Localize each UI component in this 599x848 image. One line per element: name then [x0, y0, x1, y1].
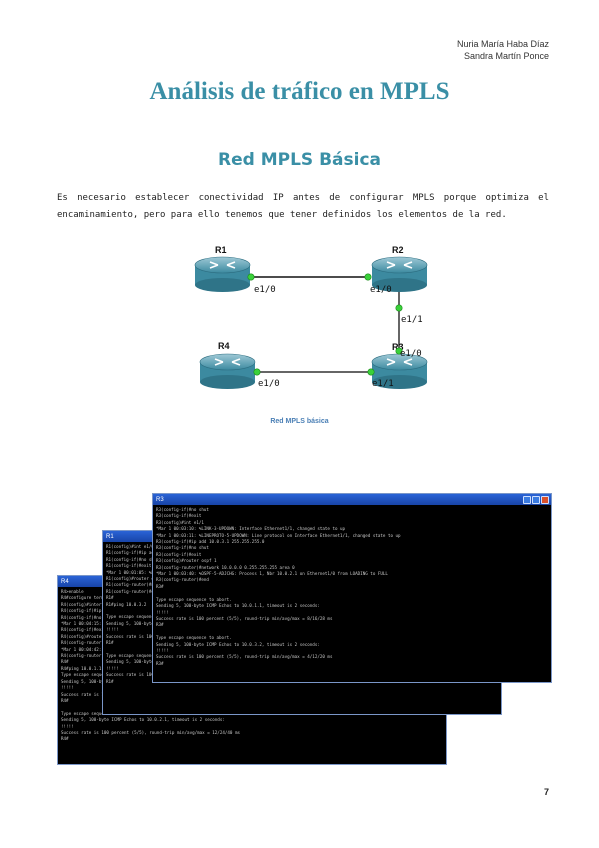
iface-label-r3-e10: e1/0 — [400, 349, 422, 359]
terminal-line: !!!!! — [61, 685, 74, 691]
terminal-line: Type escape sequence to abort. — [156, 596, 232, 602]
author-2: Sandra Martín Ponce — [463, 51, 549, 61]
terminal-line: R4# — [61, 659, 69, 665]
terminal-line: R3# — [156, 660, 164, 666]
terminal-line: Sending 5, 100-byte ICMP Echos to 10.0.1… — [156, 603, 320, 609]
terminal-line: R3(config)#router ospf 1 — [156, 558, 217, 564]
terminal-line: *Mar 1 00:03:11: %LINEPROTO-5-UPDOWN: Li… — [156, 532, 401, 538]
terminal-line: R3(config)#int e1/1 — [156, 519, 204, 525]
network-topology-diagram: R1 R2 R3 R4 — [180, 238, 440, 408]
terminal-line: R1# — [106, 678, 114, 684]
terminal-line: !!!!! — [156, 609, 169, 615]
terminal-line: R3(config-if)#no shut — [156, 545, 209, 551]
r2-port-dot-e10 — [364, 273, 372, 281]
router-r4-label: R4 — [218, 341, 230, 351]
router-r4[interactable]: R4 — [199, 341, 256, 389]
iface-label-r4-e10: e1/0 — [258, 379, 280, 389]
terminal-line: Type escape sequence to abort. — [156, 635, 232, 641]
terminal-line: Success rate is 100 percent (5/5), round… — [61, 729, 240, 735]
figure-caption: Red MPLS básica — [270, 418, 329, 425]
terminal-line: !!!!! — [156, 647, 169, 653]
router-r2-label: R2 — [392, 245, 404, 255]
terminal-line: R4#ping 10.0.1.1 — [61, 665, 102, 671]
intro-paragraph: Es necesario establecer conectividad IP … — [57, 193, 549, 220]
terminal-line: *Mar 1 00:03:10: %LINK-3-UPDOWN: Interfa… — [156, 526, 346, 532]
terminal-line: R3(config-if)#no shut — [156, 507, 209, 512]
terminal-line: R1(config)#int e1/0 — [106, 544, 154, 549]
terminal-line: *Mar 1 00:03:40: %OSPF-5-ADJCHG: Process… — [156, 571, 388, 577]
router-r3[interactable]: R3 — [371, 342, 428, 389]
terminal-line: Sending 5, 100-byte ICMP Echos to 10.0.2… — [61, 717, 225, 723]
r3-port-dot-e11 — [367, 368, 375, 376]
terminal-line: R4(config-if)#exit — [61, 627, 107, 633]
terminal-line: R4(config-router)#end — [61, 653, 114, 659]
terminal-line: R1#ping 10.0.3.2 — [106, 601, 147, 607]
terminal-line: R4# — [61, 697, 69, 703]
close-icon[interactable] — [541, 495, 549, 504]
iface-label-r3-e11: e1/1 — [372, 379, 394, 389]
terminal-line: !!!!! — [106, 665, 119, 671]
terminal-title: R4 — [61, 578, 69, 585]
terminal-titlebar[interactable]: R3 — [153, 494, 551, 505]
terminal-line: !!!!! — [61, 723, 74, 729]
terminal-line: R3# — [156, 583, 164, 589]
page-number: 7 — [543, 787, 549, 797]
terminal-line: R3(config-if)#exit — [156, 551, 202, 557]
router-r2[interactable]: R2 — [371, 245, 428, 292]
terminal-line: Success rate is 100 percent (5/5), round… — [156, 654, 333, 660]
terminal-line: R1(config-if)#exit — [106, 563, 152, 569]
terminal-line: R1# — [106, 640, 114, 646]
terminal-line: R3# — [156, 622, 164, 628]
terminal-line: !!!!! — [106, 627, 119, 633]
terminal-line: Sending 5, 100-byte ICMP Echos to 10.0.3… — [156, 641, 320, 647]
terminal-line: R4>enable — [61, 589, 84, 594]
r1-port-dot — [247, 273, 255, 281]
router-r1-label: R1 — [215, 245, 227, 255]
r2-port-dot-e11 — [395, 304, 403, 312]
terminal-line: R4# — [61, 736, 69, 742]
router-r3-label: R3 — [392, 342, 404, 352]
terminal-line: Success rate is 100 percent (5/5), round… — [156, 615, 333, 621]
terminal-line: R1# — [106, 595, 114, 601]
maximize-icon[interactable] — [532, 495, 540, 504]
iface-label-r2-e11: e1/1 — [401, 315, 423, 325]
section-title: Red MPLS Básica — [217, 150, 381, 170]
terminal-line: R3(config-if)#ip add 10.0.3.1 255.255.25… — [156, 539, 265, 545]
terminal-title: R3 — [156, 496, 164, 503]
topology-svg: R1 R2 R3 R4 — [194, 245, 428, 389]
page-title: Análisis de tráfico en MPLS — [149, 78, 450, 105]
terminal-title: R1 — [106, 533, 114, 540]
terminal-line: R3(config-if)#exit — [156, 513, 202, 519]
terminal-line: R1(config-router)#end — [106, 588, 159, 594]
iface-label-r1-e10: e1/0 — [254, 285, 276, 295]
router-r1[interactable]: R1 — [194, 245, 251, 292]
r4-port-dot — [253, 368, 261, 376]
iface-label-r2-e10: e1/0 — [370, 285, 392, 295]
authors: Nuria María Haba Díaz Sandra Martín Ponc… — [457, 38, 549, 62]
terminal-line: R3(config-router)#network 10.0.0.0 0.255… — [156, 564, 295, 570]
terminal-line: R3(config-router)#end — [156, 577, 209, 583]
author-1: Nuria María Haba Díaz — [456, 39, 549, 49]
minimize-icon[interactable] — [523, 495, 531, 504]
r3-port-dot-e10 — [395, 347, 403, 355]
